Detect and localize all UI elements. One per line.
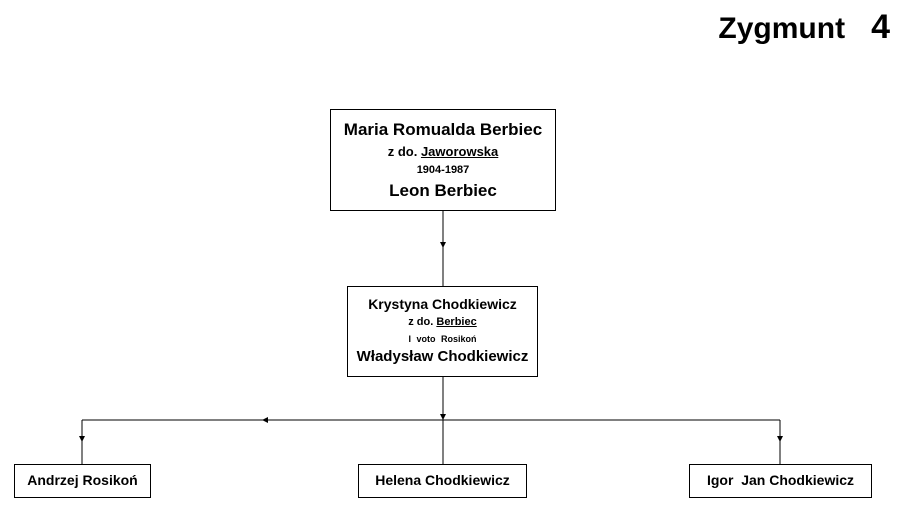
person-name: Krystyna Chodkiewicz — [368, 295, 517, 312]
child-name: Andrzej Rosikoń — [27, 472, 138, 489]
header-number: 4 — [871, 8, 890, 46]
arrow-igor — [777, 436, 783, 442]
child-box-igor: Igor Jan Chodkiewicz — [689, 464, 872, 498]
person-box-krystyna: Krystyna Chodkiewicz z do. Berbiec I vot… — [347, 286, 538, 377]
spouse-name: Władysław Chodkiewicz — [356, 348, 529, 366]
person-name: Maria Romualda Berbiec — [343, 120, 543, 140]
arrow-horizontal-left — [262, 417, 268, 423]
person-note: I voto Rosikoń — [408, 334, 477, 345]
child-box-andrzej: Andrzej Rosikoń — [14, 464, 151, 498]
maiden-name: Jaworowska — [420, 143, 499, 159]
person-years: 1904-1987 — [416, 163, 470, 176]
header-title: Zygmunt — [718, 12, 846, 45]
maiden-prefix: z do. — [408, 316, 434, 329]
maiden-name-line: z do. Berbiec — [408, 316, 476, 330]
arrow-maria-down — [440, 242, 446, 248]
child-name: Helena Chodkiewicz — [375, 472, 510, 489]
maiden-prefix: z do. — [387, 143, 418, 159]
maiden-name-line: z do. Jaworowska — [388, 144, 499, 160]
spouse-name: Leon Berbiec — [389, 180, 497, 200]
page-header: Zygmunt 4 — [718, 8, 890, 47]
child-box-helena: Helena Chodkiewicz — [358, 464, 527, 498]
arrow-andrzej — [79, 436, 85, 442]
person-box-maria: Maria Romualda Berbiec z do. Jaworowska … — [330, 109, 556, 211]
arrow-krystyna-down — [440, 414, 446, 420]
child-name: Igor Jan Chodkiewicz — [706, 472, 855, 489]
maiden-name: Berbiec — [436, 316, 477, 329]
